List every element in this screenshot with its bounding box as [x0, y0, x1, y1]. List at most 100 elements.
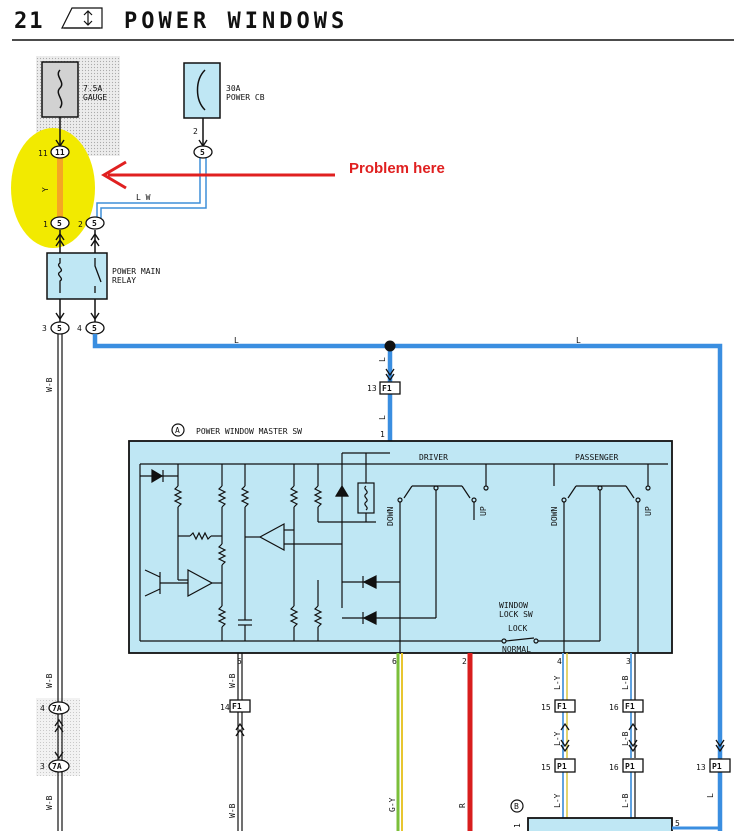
wire-label-wb-2: W-B — [45, 673, 54, 688]
passenger-label: PASSENGER — [575, 453, 619, 462]
circuit-breaker-30a: 30A POWER CB — [183, 62, 265, 119]
component-b-pin-5: 5 — [675, 819, 680, 828]
wire-label-ly-3: L-Y — [553, 793, 562, 808]
lock-position-label: LOCK — [508, 624, 527, 633]
problem-highlight — [11, 128, 95, 248]
wire-label-lb-3: L-B — [621, 793, 630, 808]
problem-note: Problem here — [349, 160, 445, 177]
driver-up-label: UP — [479, 506, 488, 516]
relay-name-line2: RELAY — [112, 276, 136, 285]
window-lock-label-2: LOCK SW — [499, 610, 533, 619]
connector-f1-15: 15 F1 — [541, 699, 576, 713]
page-header: 21 POWER WINDOWS — [12, 7, 734, 41]
wire-wb-left — [57, 334, 63, 831]
lower-component-b: B 1 5 — [510, 799, 720, 831]
connector-relay-4-label: 5 — [92, 324, 97, 333]
wire-label-y: Y — [41, 187, 50, 192]
wire-label-wb-3: W-B — [45, 795, 54, 810]
wire-label-l-5: L — [706, 793, 715, 798]
connector-f1-16: 16 F1 — [609, 699, 644, 713]
fuse-name: GAUGE — [83, 93, 107, 102]
pin-11: 11 — [38, 149, 48, 158]
breaker-rating: 30A — [226, 84, 241, 93]
pin-14-f1: 14 — [220, 703, 230, 712]
pin-3-master: 3 — [626, 657, 631, 666]
relay-coil-icon — [57, 258, 63, 293]
connector-p1-13-label: P1 — [712, 762, 722, 771]
pin-3-7a: 3 — [40, 762, 45, 771]
connector-cb-5: 2 5 — [193, 127, 213, 159]
connector-7a-upper: 4 7A — [40, 701, 70, 733]
pin-13-p1: 13 — [696, 763, 706, 772]
wire-label-l-1: L — [234, 336, 239, 345]
problem-annotation: Problem here — [101, 160, 445, 190]
master-switch-marker — [171, 423, 185, 437]
connector-11: 11 11 — [38, 145, 70, 159]
connector-7a-lower: 3 7A — [40, 751, 70, 773]
breaker-symbol-icon — [196, 69, 206, 111]
wire-label-wb-4: W-B — [228, 673, 237, 688]
connector-7a-upper-label: 7A — [52, 704, 62, 713]
connector-relay-1-label: 5 — [57, 219, 62, 228]
pin-15-f1: 15 — [541, 703, 551, 712]
pin-6-master: 6 — [392, 657, 397, 666]
wire-label-wb-1: W-B — [45, 377, 54, 392]
connector-7a-lower-label: 7A — [52, 762, 62, 771]
wire-label-gy: G-Y — [388, 797, 397, 812]
power-window-master-switch: A POWER WINDOW MASTER SW — [128, 423, 673, 654]
component-b-pin-1: 1 — [513, 823, 522, 828]
wire-label-l-2: L — [576, 336, 581, 345]
top-wires — [55, 117, 208, 253]
component-b-body — [527, 817, 673, 831]
pin-1-master: 1 — [380, 430, 385, 439]
connector-11-label: 11 — [55, 148, 65, 157]
master-switch-circuit — [139, 452, 668, 653]
pin-2-master: 2 — [462, 657, 467, 666]
pin-16-p1: 16 — [609, 763, 619, 772]
normal-position-label: NORMAL — [502, 645, 531, 654]
connector-relay-out-3: 3 5 — [42, 321, 70, 335]
window-lock-label-1: WINDOW — [499, 601, 528, 610]
connector-f1-15-label: F1 — [557, 702, 567, 711]
connector-relay-in-2: 2 5 — [78, 216, 105, 230]
pin-13-f1: 13 — [367, 384, 377, 393]
power-window-icon — [61, 7, 103, 29]
driver-down-label: DOWN — [386, 507, 395, 526]
pin-4-7a: 4 — [40, 704, 45, 713]
breaker-body — [183, 62, 221, 119]
pin-1-relay: 1 — [43, 220, 48, 229]
pin-4-relay: 4 — [77, 324, 82, 333]
relay-contact-icon — [94, 258, 102, 293]
connector-f1-14: 14 F1 — [220, 699, 251, 713]
connector-p1-15-label: P1 — [557, 762, 567, 771]
connector-f1-13-label: F1 — [382, 384, 392, 393]
passenger-up-label: UP — [644, 506, 653, 516]
connector-cb-5-label: 5 — [200, 148, 205, 157]
pin-16-f1: 16 — [609, 703, 619, 712]
pin-15-p1: 15 — [541, 763, 551, 772]
connector-f1-14-label: F1 — [232, 702, 242, 711]
wire-label-lw: L W — [136, 193, 151, 202]
pin-3-relay: 3 — [42, 324, 47, 333]
wire-label-ly-2: L-Y — [553, 731, 562, 746]
splice-point — [384, 340, 396, 352]
connector-relay-2-label: 5 — [92, 219, 97, 228]
wire-label-wb-5: W-B — [228, 803, 237, 818]
pin-5-master: 5 — [237, 657, 242, 666]
wire-label-l-4: L — [378, 415, 387, 420]
wire-label-r: R — [458, 803, 467, 808]
pin-2-relay: 2 — [78, 220, 83, 229]
connector-p1-13: 13 P1 — [696, 758, 731, 773]
connector-f1-16-label: F1 — [625, 702, 635, 711]
power-main-relay: POWER MAIN RELAY — [46, 252, 160, 300]
page-number: 21 — [14, 9, 45, 34]
component-b-letter: B — [514, 802, 519, 811]
relay-name-line1: POWER MAIN — [112, 267, 160, 276]
fuse-rating: 7.5A — [83, 84, 102, 93]
connector-relay-3-label: 5 — [57, 324, 62, 333]
relay-body — [46, 252, 108, 300]
pin-2-cb: 2 — [193, 127, 198, 136]
passenger-down-label: DOWN — [550, 507, 559, 526]
connector-p1-16-label: P1 — [625, 762, 635, 771]
